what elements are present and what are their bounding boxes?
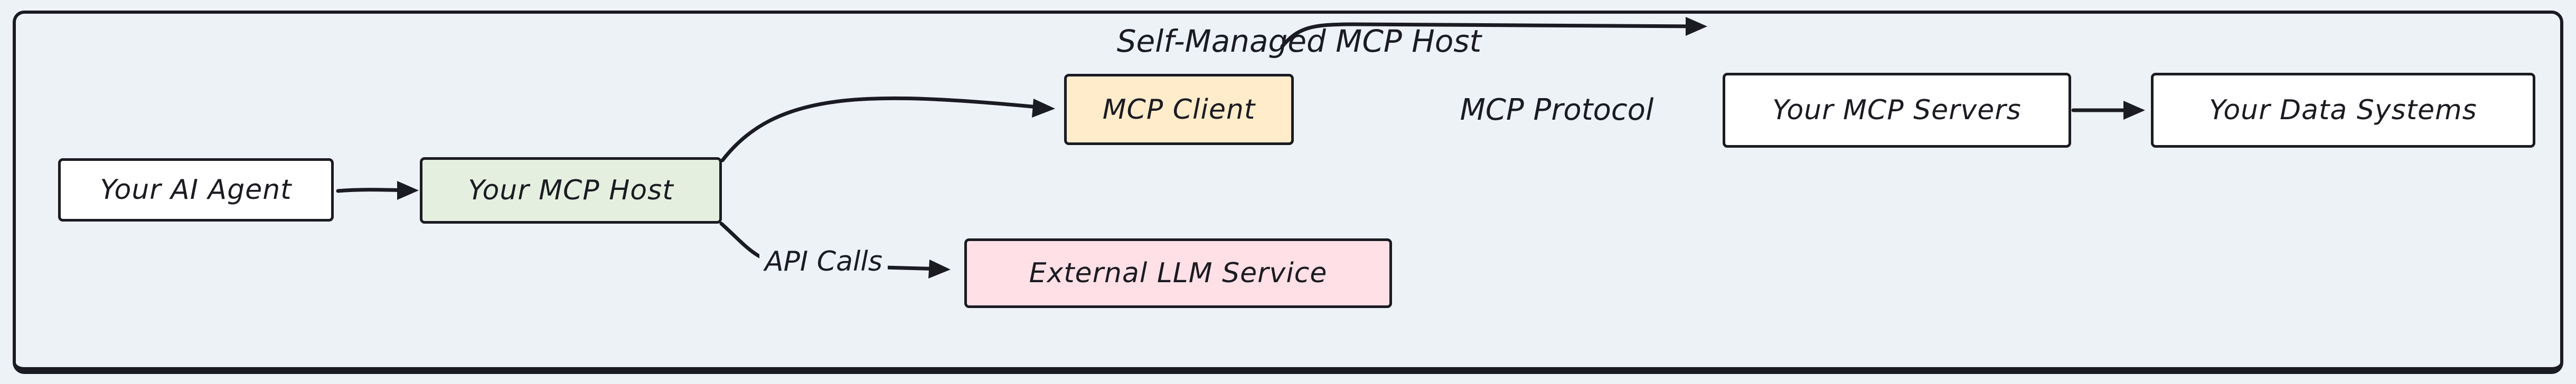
- api-calls-label: API Calls: [759, 246, 888, 277]
- arrowhead-mcp-host-to-external-llm: [928, 260, 951, 279]
- arrowhead-mcp-host-to-mcp-client: [1032, 99, 1055, 118]
- arrowhead-ai-agent-to-mcp-host: [397, 181, 419, 200]
- node-external-llm-service: External LLM Service: [964, 238, 1392, 308]
- node-your-mcp-servers-label: Your MCP Servers: [1772, 94, 2022, 126]
- node-your-mcp-host-label: Your MCP Host: [468, 175, 674, 206]
- diagram-frame: [13, 11, 2563, 374]
- node-your-data-systems: Your Data Systems: [2151, 73, 2535, 148]
- diagram-title: Self-Managed MCP Host: [1116, 23, 1482, 59]
- node-external-llm-service-label: External LLM Service: [1029, 257, 1328, 289]
- mcp-protocol-label: MCP Protocol: [1460, 93, 1654, 127]
- node-your-ai-agent: Your AI Agent: [58, 158, 334, 222]
- arrow-self-managed-host: [1280, 22, 1700, 49]
- arrowhead-mcp-servers-to-data-systems: [2123, 101, 2145, 120]
- arrowhead-self-managed-host: [1686, 17, 1707, 36]
- node-your-ai-agent-label: Your AI Agent: [100, 174, 292, 206]
- node-your-data-systems-label: Your Data Systems: [2209, 94, 2477, 126]
- arrow-mcp-host-to-mcp-client: [720, 96, 1046, 162]
- node-your-mcp-host: Your MCP Host: [420, 157, 722, 224]
- node-your-mcp-servers: Your MCP Servers: [1723, 73, 2071, 148]
- node-mcp-client: MCP Client: [1064, 74, 1294, 145]
- node-mcp-client-label: MCP Client: [1102, 93, 1256, 126]
